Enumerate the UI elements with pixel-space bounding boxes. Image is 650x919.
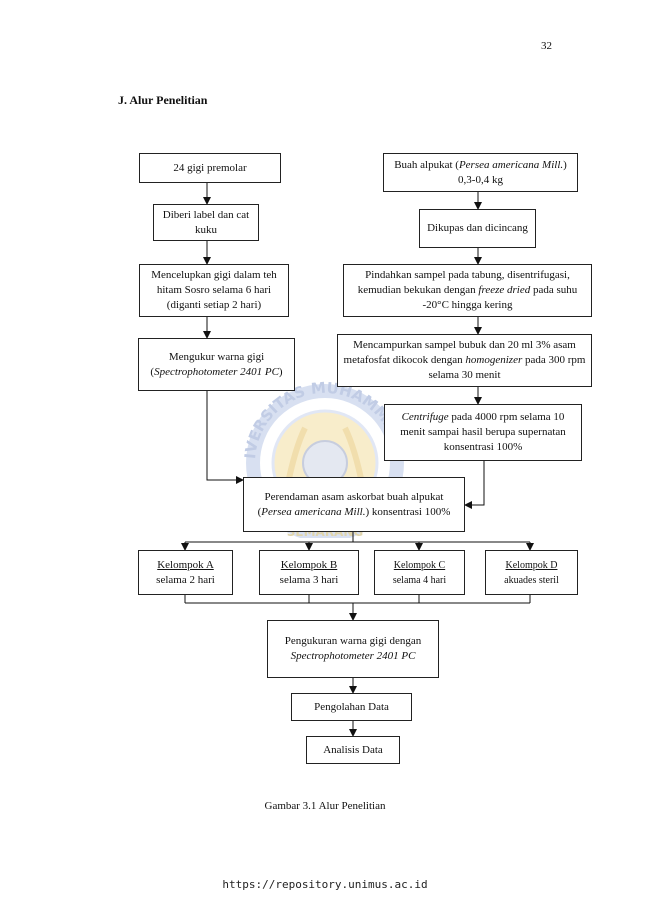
flow-box-mix-metaphosphoric-acid: Mencampurkan sampel bubuk dan 20 ml 3% a… [337, 334, 592, 387]
flow-box-premolar-teeth: 24 gigi premolar [139, 153, 281, 183]
section-heading: J. Alur Penelitian [118, 93, 208, 107]
flow-box-ascorbic-acid-immersion: Perendaman asam askorbat buah alpukat (P… [243, 477, 465, 532]
flow-box-avocado-fruit: Buah alpukat (Persea americana Mill.) 0,… [383, 153, 578, 192]
flow-box-final-color-measurement: Pengukuran warna gigi dengan Spectrophot… [267, 620, 439, 678]
flow-box-data-processing: Pengolahan Data [291, 693, 412, 721]
figure-caption: Gambar 3.1 Alur Penelitian [264, 800, 386, 812]
flow-box-centrifuge: Centrifuge pada 4000 rpm selama 10 menit… [384, 404, 582, 461]
page-number: 32 [541, 40, 552, 52]
flow-box-data-analysis: Analisis Data [306, 736, 400, 764]
flow-box-group-d: Kelompok D akuades steril [485, 550, 578, 595]
flow-box-label-and-nail-polish: Diberi label dan cat kuku [153, 204, 259, 241]
flow-box-group-a: Kelompok A selama 2 hari [138, 550, 233, 595]
repository-url: https://repository.unimus.ac.id [222, 878, 428, 891]
flow-box-freeze-dry: Pindahkan sampel pada tabung, disentrifu… [343, 264, 592, 317]
flow-box-group-c: Kelompok C selama 4 hari [374, 550, 465, 595]
flow-box-tea-immersion: Mencelupkan gigi dalam teh hitam Sosro s… [139, 264, 289, 317]
flow-box-initial-color-measurement: Mengukur warna gigi (Spectrophotometer 2… [138, 338, 295, 391]
flow-box-group-b: Kelompok B selama 3 hari [259, 550, 359, 595]
flow-box-peel-and-chop: Dikupas dan dicincang [419, 209, 536, 248]
